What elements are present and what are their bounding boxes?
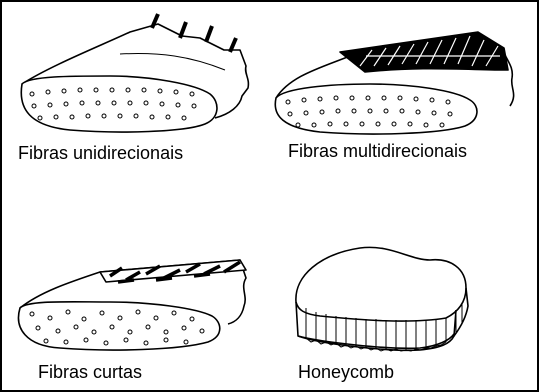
label-unidirectional: Fibras unidirecionais [18, 143, 183, 163]
honeycomb-drawing [290, 240, 480, 358]
short-fiber-drawing [10, 252, 260, 352]
label-honeycomb: Honeycomb [298, 362, 394, 382]
multidirectional-fiber-drawing [270, 26, 530, 136]
label-multidirectional: Fibras multidirecionais [288, 141, 467, 161]
label-short: Fibras curtas [38, 362, 142, 382]
unidirectional-fiber-drawing [10, 14, 260, 134]
